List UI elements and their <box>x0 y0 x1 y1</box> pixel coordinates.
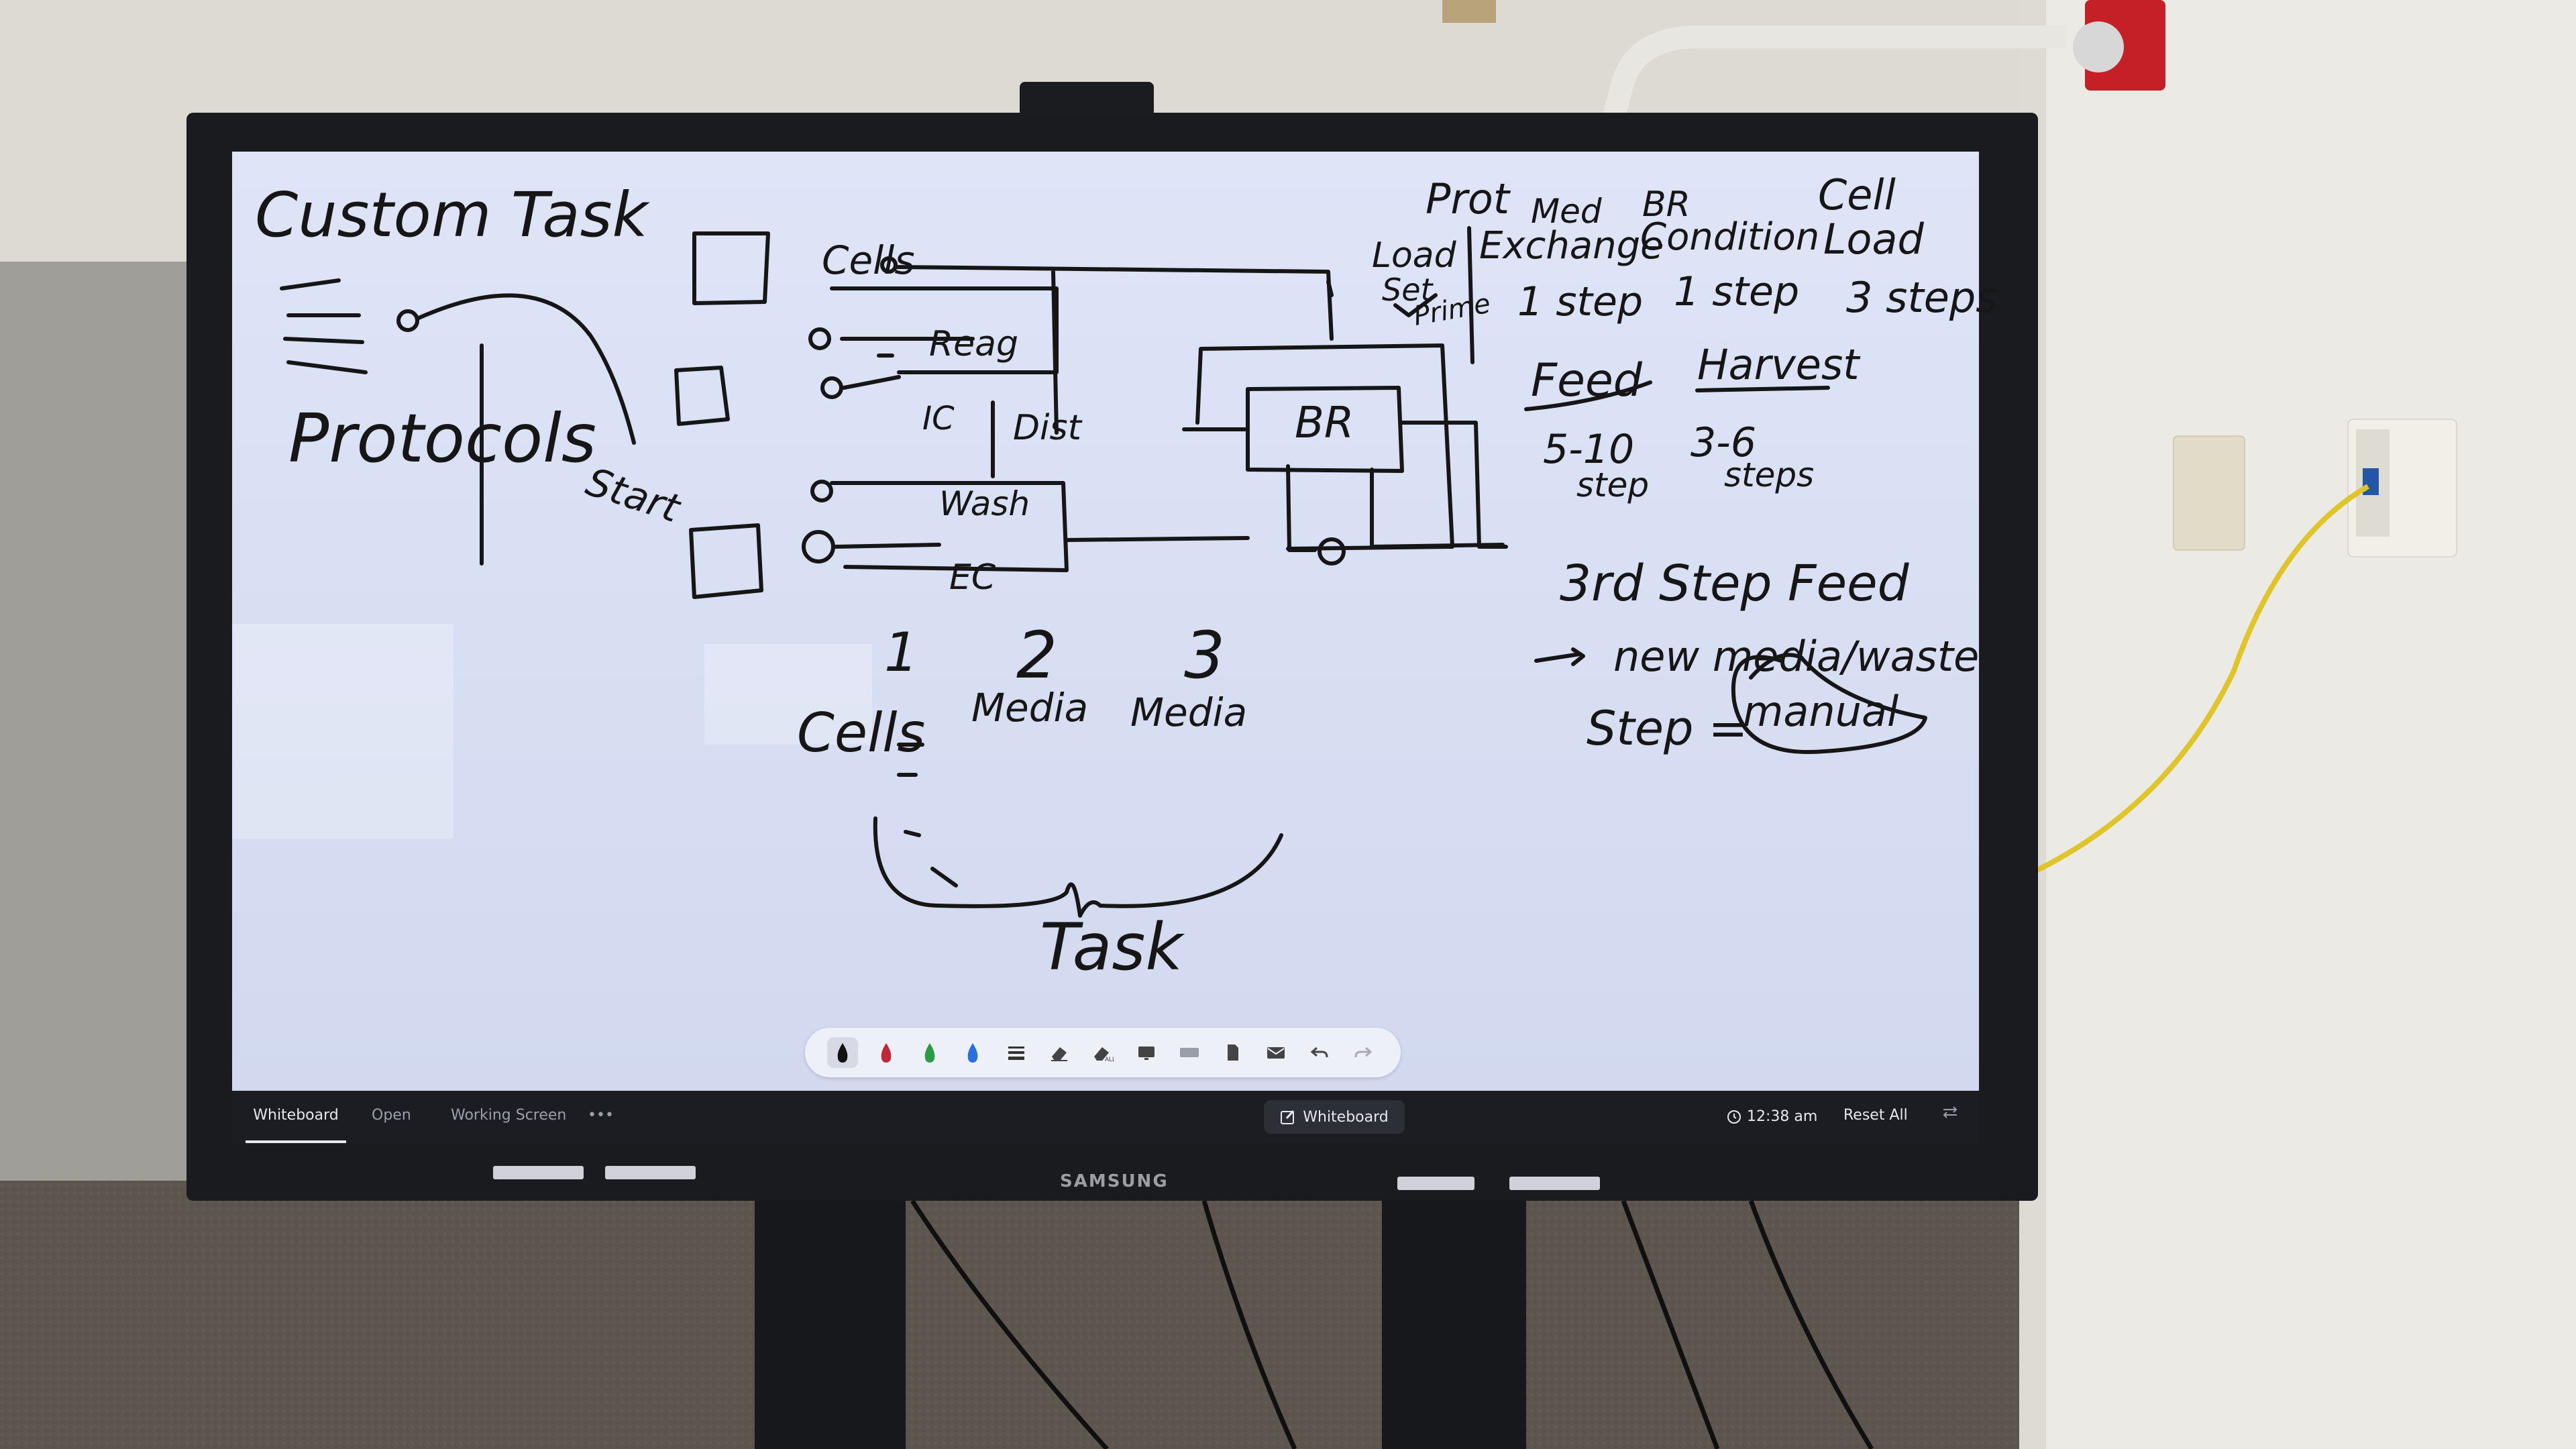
redo-icon[interactable] <box>1348 1037 1379 1068</box>
wb-num1: 1 <box>884 621 918 684</box>
pen-black-icon[interactable] <box>827 1037 859 1068</box>
wall-column <box>2019 0 2576 1449</box>
keyboard-icon[interactable] <box>1174 1037 1205 1068</box>
pipe <box>1599 25 2066 134</box>
more-menu-button[interactable]: ••• <box>588 1107 614 1124</box>
whiteboard-home-button[interactable]: Whiteboard <box>1264 1100 1405 1134</box>
document-icon[interactable] <box>1218 1037 1248 1068</box>
screen-capture-icon[interactable] <box>1131 1037 1162 1068</box>
wb-new-media-waste: new media/waste <box>1613 632 1979 681</box>
wb-dist: Dist <box>1013 408 1083 448</box>
whiteboard-toolbar: ALL <box>805 1028 1401 1077</box>
camera <box>1020 82 1154 117</box>
svg-text:ALL: ALL <box>1105 1056 1114 1062</box>
wb-feed-steps: 5-10 <box>1543 426 1634 473</box>
wb-br: BR <box>1295 398 1354 448</box>
erase-all-icon[interactable]: ALL <box>1087 1037 1118 1068</box>
pen-red-icon[interactable] <box>871 1037 902 1068</box>
wb-task: Task <box>1040 910 1185 985</box>
wb-protocols: Protocols <box>288 399 596 478</box>
wb-set: Set <box>1382 272 1434 308</box>
email-icon[interactable] <box>1260 1037 1291 1068</box>
wb-title: Custom Task <box>255 179 651 251</box>
wb-load-set: Load <box>1372 235 1457 276</box>
wb-header-exchange: Exchange <box>1479 224 1664 268</box>
yellow-cable <box>2018 484 2370 881</box>
wb-cells-line: Cells <box>822 237 915 283</box>
swap-icon[interactable] <box>1941 1091 1959 1143</box>
wb-ec: EC <box>949 557 996 598</box>
stand-right <box>1382 1201 1526 1449</box>
tab-whiteboard[interactable]: Whiteboard <box>246 1091 346 1143</box>
whiteboard-canvas[interactable] <box>232 152 1979 1091</box>
wb-header-cell: Cell <box>1818 170 1896 219</box>
wb-header-med: Med <box>1531 192 1602 231</box>
wb-one-step-a: 1 step <box>1517 278 1643 325</box>
wb-header-load: Load <box>1823 215 1924 264</box>
wb-harvest: Harvest <box>1697 340 1861 389</box>
ink-strokes <box>280 226 1927 918</box>
wb-harvest-steps: 3-6 <box>1690 419 1756 466</box>
wb-header-prot: Prot <box>1426 174 1511 223</box>
stand-left <box>755 1201 906 1449</box>
tab-working-screen[interactable]: Working Screen <box>451 1107 567 1124</box>
clock-time: 12:38 am <box>1747 1108 1818 1125</box>
wb-three-steps: 3 steps <box>1846 273 1998 322</box>
undo-icon[interactable] <box>1304 1037 1335 1068</box>
whiteboard-home-label: Whiteboard <box>1303 1108 1389 1126</box>
wb-reag: Reag <box>929 324 1018 364</box>
wb-media-col1: Media <box>971 685 1088 731</box>
wb-one-step-b: 1 step <box>1674 268 1799 315</box>
wb-feed: Feed <box>1531 354 1643 407</box>
wb-num2: 2 <box>1016 618 1057 693</box>
thermostat <box>2173 435 2245 551</box>
wb-header-condition: Condition <box>1640 215 1819 259</box>
reset-all-button[interactable]: Reset All <box>1843 1107 1908 1124</box>
wb-harvest-steps-b: steps <box>1724 455 1814 494</box>
eraser-icon[interactable] <box>1044 1037 1075 1068</box>
taskbar: Whiteboard Open Working Screen ••• White… <box>232 1091 1979 1143</box>
wb-header-br: BR <box>1642 184 1690 225</box>
clock: 12:38 am <box>1727 1091 1817 1143</box>
line-weight-icon[interactable] <box>1001 1037 1032 1068</box>
edit-icon <box>1281 1110 1295 1124</box>
brand-logo: SAMSUNG <box>1060 1171 1169 1191</box>
wb-wash: Wash <box>939 484 1030 523</box>
wb-media-col2: Media <box>1130 690 1247 735</box>
pen-green-icon[interactable] <box>914 1037 945 1068</box>
wb-cells-col: Cells <box>797 702 925 764</box>
wb-feed-steps-b: step <box>1576 466 1649 504</box>
wb-ic: IC <box>922 400 955 437</box>
tab-open[interactable]: Open <box>372 1107 411 1124</box>
wb-third-step-feed: 3rd Step Feed <box>1560 555 1910 612</box>
pen-blue-icon[interactable] <box>957 1037 988 1068</box>
wb-num3: 3 <box>1184 618 1225 693</box>
clock-icon <box>1727 1110 1741 1124</box>
wb-step-eq: Step = <box>1587 701 1748 756</box>
wb-manual: manual <box>1743 687 1898 736</box>
